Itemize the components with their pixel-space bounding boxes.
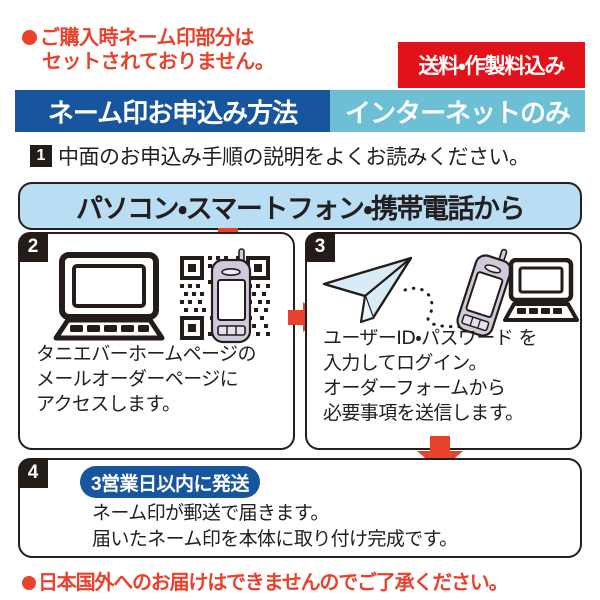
panel-step-2: 2 xyxy=(18,232,295,450)
panel-step-4-text: ネーム印が郵送で届きます。 届いたネーム印を本体に取り付け完成です。 xyxy=(92,500,458,552)
filled-circle-bullet-icon xyxy=(22,30,37,45)
arrow-shaft xyxy=(430,436,450,452)
step-1-text: 中面のお申込み手順の説明をよくお読みください。 xyxy=(58,145,530,169)
overseas-shipping-notice-text: 日本国外へのお届けはできませんのでご了承ください。 xyxy=(38,572,509,594)
device-banner-label: パソコン・スマートフォン・携帯電話から xyxy=(75,193,526,224)
panel-step-3: 3 xyxy=(305,232,582,450)
panel-step-3-line-2: 入力してログイン。 xyxy=(323,352,487,375)
title-bar-primary-label: ネーム印お申込み方法 xyxy=(47,97,298,128)
purchase-notice-line1: ご購入時ネーム印部分は xyxy=(40,27,254,49)
panel-step-3-line-3: オーダーフォームから xyxy=(323,377,506,400)
laptop-icon xyxy=(503,258,579,322)
mobile-phone-icon xyxy=(210,248,252,344)
title-bar-secondary: インターネットのみ xyxy=(330,90,585,132)
device-banner: パソコン・スマートフォン・携帯電話から xyxy=(18,182,582,230)
title-bar: ネーム印お申込み方法 インターネットのみ xyxy=(15,90,585,132)
step-1-number: 1 xyxy=(30,145,52,167)
shipping-included-badge-label: 送料・作製料込み xyxy=(418,55,565,78)
panel-step-2-line-2: メールオーダーページに xyxy=(36,368,239,391)
panel-step-3-text: ユーザーID・パスワード を 入力してログイン。 オーダーフォームから 必要事項… xyxy=(323,326,572,426)
panel-step-2-line-3: アクセスします。 xyxy=(36,393,181,416)
shipping-time-pill-label: 3営業日以内に発送 xyxy=(90,473,250,495)
title-bar-primary: ネーム印お申込み方法 xyxy=(15,90,330,132)
overseas-shipping-notice: 日本国外へのお届けはできませんのでご了承ください。 xyxy=(22,566,592,595)
mobile-phone-icon xyxy=(456,248,512,337)
shipping-time-pill: 3営業日以内に発送 xyxy=(80,466,260,498)
filled-circle-bullet-icon xyxy=(22,576,36,590)
panel-step-2-number: 2 xyxy=(18,232,48,262)
step-1-row: 1 中面のお申込み手順の説明をよくお読みください。 xyxy=(30,140,530,172)
panel-step-3-line-1: ユーザーID・パスワード を xyxy=(323,327,538,349)
arrow-shaft xyxy=(288,310,304,325)
panel-step-4-line-2: 届いたネーム印を本体に取り付け完成です。 xyxy=(92,528,458,551)
paper-plane-icon xyxy=(322,256,413,324)
panel-step-4-line-1: ネーム印が郵送で届きます。 xyxy=(92,502,329,524)
title-bar-secondary-label: インターネットのみ xyxy=(344,97,571,128)
shipping-included-badge: 送料・作製料込み xyxy=(398,42,585,88)
purchase-notice-line2: セットされておりません。 xyxy=(42,51,275,74)
dotted-trail-icon xyxy=(403,286,473,329)
panel-step-4-number: 4 xyxy=(18,458,48,488)
qr-code-icon xyxy=(178,254,272,342)
panel-step-3-line-4: 必要事項を送信します。 xyxy=(323,402,524,425)
panel-step-3-number: 3 xyxy=(305,232,335,262)
panel-step-2-line-1: タニエバーホームページの xyxy=(36,343,256,365)
desktop-computer-icon xyxy=(53,252,165,341)
panel-step-2-text: タニエバーホームページの メールオーダーページに アクセスします。 xyxy=(36,342,285,417)
panel-step-4: 4 3営業日以内に発送 ネーム印が郵送で届きます。 届いたネーム印を本体に取り付… xyxy=(18,458,582,558)
purchase-notice: ご購入時ネーム印部分は セットされておりません。 xyxy=(22,26,382,75)
